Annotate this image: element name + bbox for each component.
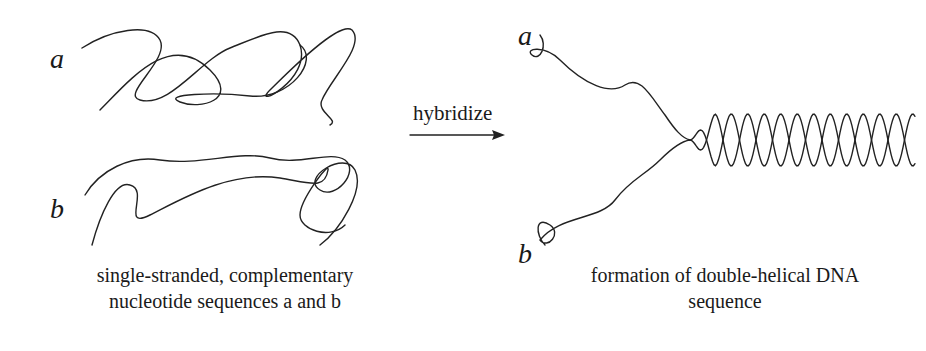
single-strand-b	[85, 156, 357, 245]
single-strand-a	[82, 29, 355, 125]
strand-letter: b	[50, 195, 64, 223]
strand-letter: b	[518, 240, 532, 268]
caption-right: formation of double-helical DNA sequence	[590, 262, 860, 314]
single-strand-b-loop	[92, 168, 345, 245]
lead-strand-a	[530, 35, 690, 140]
reaction-arrow	[410, 134, 500, 135]
caption-left: single-stranded, complementary nucleotid…	[65, 262, 385, 314]
helix-strand-a	[690, 114, 915, 165]
helix-strand-b	[690, 114, 915, 165]
strand-letter: a	[50, 45, 64, 73]
lead-strand-b	[538, 140, 690, 245]
reaction-label: hybridize	[413, 103, 492, 124]
single-strand-a-loop	[100, 45, 306, 110]
arrow-head	[492, 130, 505, 140]
strand-letter: a	[518, 22, 532, 50]
